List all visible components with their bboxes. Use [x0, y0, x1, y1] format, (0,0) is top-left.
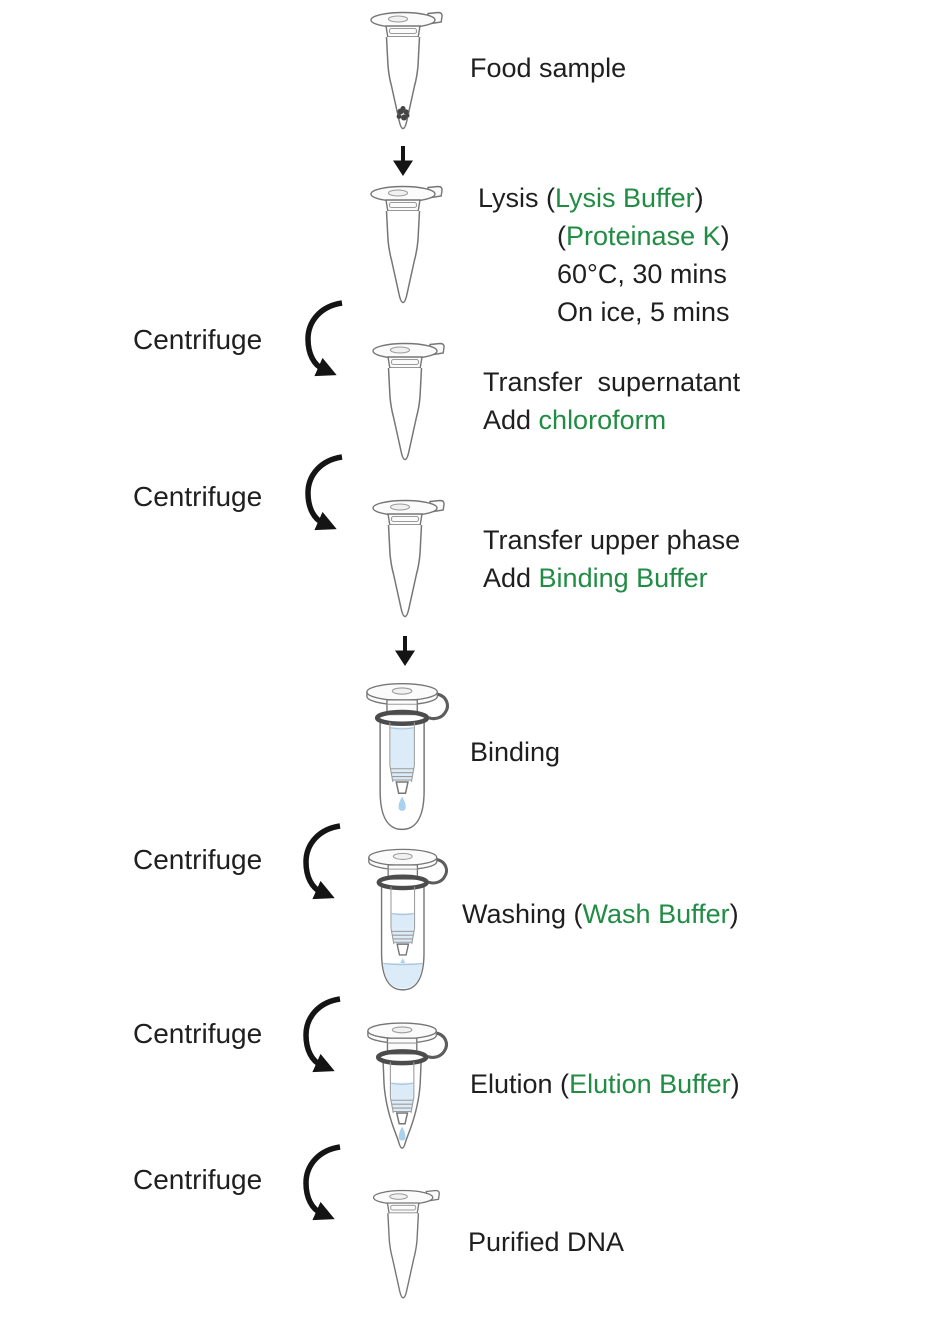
food-sample-tube: [370, 11, 443, 130]
lysis-ice-time: On ice, 5 mins: [557, 297, 730, 327]
binding-label: Binding: [470, 737, 561, 767]
lysis-temperature-time: 60°C, 30 mins: [557, 259, 727, 289]
lysis-label-details: (Proteinase K) 60°C, 30 mins On ice, 5 m…: [557, 217, 730, 331]
elution-title: Elution (: [470, 1069, 570, 1099]
lysis-title: Lysis (: [478, 183, 556, 213]
down-arrow-icon: [393, 146, 413, 176]
centrifuge-arrow-icon: [303, 1144, 341, 1221]
washing-spin-column: [368, 848, 448, 991]
centrifuge-label-2: Centrifuge: [133, 481, 263, 512]
lysis-tube: [370, 185, 443, 304]
centrifuge-label-1: Centrifuge: [133, 324, 263, 355]
washing-title: Washing (: [462, 899, 583, 929]
centrifuge-arrow-icon: [305, 454, 343, 531]
elution-close-paren: ): [730, 1069, 740, 1099]
transfer-upper-phase-line2: Add Binding Buffer: [483, 559, 740, 597]
transfer-supernatant-label: Transfer supernatant Add chloroform: [483, 363, 740, 439]
binding-spin-column: [366, 683, 449, 831]
add-text: Add: [483, 405, 539, 435]
binding-buffer-reagent: Binding Buffer: [538, 563, 708, 593]
proteinase-k-reagent: Proteinase K: [566, 221, 721, 251]
lysis-buffer-reagent: Lysis Buffer: [555, 183, 695, 213]
food-sample-label: Food sample: [470, 49, 626, 87]
centrifuge-label-4: Centrifuge: [133, 1018, 263, 1049]
transfer-upper-phase-label: Transfer upper phase Add Binding Buffer: [483, 521, 740, 597]
centrifuge-label-3: Centrifuge: [133, 844, 263, 875]
elution-label: Elution (Elution Buffer): [470, 1065, 740, 1103]
purified-dna-tube: [372, 1189, 440, 1299]
food-sample-blob: [396, 106, 410, 121]
washing-close-paren: ): [729, 899, 739, 929]
transfer-upper-phase-line1: Transfer upper phase: [483, 525, 741, 555]
centrifuge-label-5: Centrifuge: [133, 1164, 263, 1195]
centrifuge-arrow-icon: [303, 823, 341, 900]
food-sample-text: Food sample: [470, 53, 627, 83]
proteinase-close-paren: ): [720, 221, 730, 251]
transfer-supernatant-line2: Add chloroform: [483, 401, 740, 439]
lysis-close-paren: ): [694, 183, 704, 213]
centrifuge-arrow-icon: [305, 300, 343, 377]
add-text: Add: [483, 563, 539, 593]
lysis-label-line1: Lysis (Lysis Buffer): [478, 179, 704, 217]
centrifuge-arrow-icon: [303, 996, 341, 1073]
lysis-line2: (Proteinase K): [557, 217, 730, 255]
wash-buffer-reagent: Wash Buffer: [582, 899, 730, 929]
transfer-supernatant-line1: Transfer supernatant: [483, 367, 741, 397]
purified-dna-label: Purified DNA: [468, 1227, 625, 1257]
elution-spin-column: [367, 1022, 448, 1149]
chloroform-reagent: chloroform: [538, 405, 667, 435]
down-arrow-icon: [395, 636, 415, 666]
washing-label: Washing (Wash Buffer): [462, 895, 739, 933]
upper-phase-tube: [372, 499, 445, 618]
proteinase-open-paren: (: [557, 221, 566, 251]
supernatant-tube: [372, 342, 445, 461]
elution-buffer-reagent: Elution Buffer: [569, 1069, 731, 1099]
